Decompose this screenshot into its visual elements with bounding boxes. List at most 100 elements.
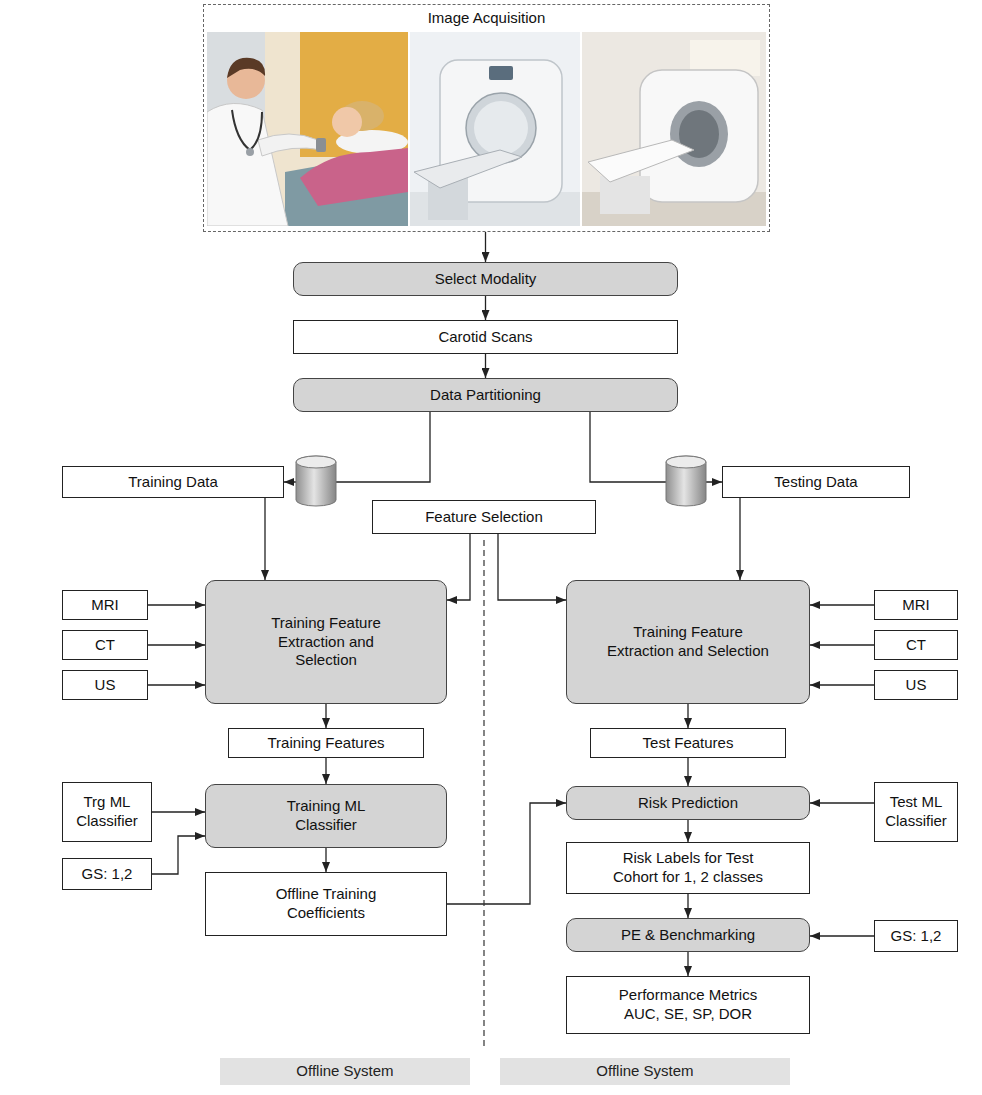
flow-arrow (485, 296, 486, 320)
box-label: GS: 1,2 (82, 865, 133, 884)
rounded-step-box: Select Modality (293, 262, 678, 296)
flow-arrow (687, 894, 688, 918)
box-label: Training Feature Extraction and Selectio… (607, 623, 769, 661)
process-box: US (62, 670, 148, 700)
box-label: Test ML Classifier (879, 793, 953, 831)
box-label: Performance Metrics AUC, SE, SP, DOR (607, 986, 769, 1024)
box-label: Data Partitioning (430, 386, 541, 405)
process-box: GS: 1,2 (874, 920, 958, 952)
ct-scanner-photo (414, 150, 522, 188)
ultrasound-photo (300, 32, 408, 157)
ultrasound-photo (207, 32, 408, 226)
mri-scanner-photo (582, 32, 766, 226)
flow-arrow (687, 704, 688, 728)
box-label: Offline System (296, 1062, 393, 1081)
database-icon (296, 456, 336, 468)
ultrasound-photo (258, 134, 322, 156)
process-box: Offline Training Coefficients (205, 872, 447, 936)
flow-arrow (687, 820, 688, 842)
database-icon (666, 456, 706, 506)
ultrasound-photo (246, 148, 254, 156)
box-label: Feature Selection (425, 508, 543, 527)
process-box: Test ML Classifier (874, 782, 958, 842)
box-label: Testing Data (774, 473, 857, 492)
box-label: Training Data (128, 473, 218, 492)
ultrasound-photo (227, 58, 265, 78)
box-label: US (95, 676, 116, 695)
process-box: Test Features (590, 728, 786, 758)
flow-arrow (325, 848, 326, 872)
flow-arrow (148, 644, 205, 645)
mri-scanner-photo (640, 70, 758, 202)
rounded-step-box: PE & Benchmarking (566, 918, 810, 952)
process-box: CT (874, 630, 958, 660)
flow-arrow (148, 604, 205, 605)
flow-arrow (739, 498, 740, 580)
ultrasound-photo (332, 107, 362, 137)
dashed-group-box: Image Acquisition (203, 4, 770, 232)
ultrasound-photo (316, 138, 326, 152)
flow-arrow (447, 803, 566, 904)
database-icon (666, 456, 706, 506)
ultrasound-photo (232, 110, 262, 150)
flow-arrow (498, 534, 566, 600)
ultrasound-photo (207, 103, 288, 226)
rounded-step-box: Risk Prediction (566, 786, 810, 820)
footer-band: Offline System (220, 1058, 470, 1085)
box-label: Select Modality (435, 270, 537, 289)
flow-arrow (325, 704, 326, 728)
flow-arrow (810, 644, 874, 645)
process-box: CT (62, 630, 148, 660)
mri-scanner-photo (582, 32, 766, 226)
process-box: Trg ML Classifier (62, 782, 152, 842)
box-label: MRI (91, 596, 119, 615)
mri-scanner-photo (600, 176, 650, 214)
database-icon (296, 456, 336, 506)
flow-arrow (485, 232, 486, 262)
box-label: Training Feature Extraction and Selectio… (246, 614, 406, 670)
ultrasound-photo (207, 32, 408, 226)
box-label: Test Features (643, 734, 734, 753)
flow-arrow (687, 952, 688, 976)
box-label: MRI (902, 596, 930, 615)
flow-arrow (687, 758, 688, 786)
flow-arrow (485, 354, 486, 378)
process-box: MRI (874, 590, 958, 620)
database-icon (666, 456, 706, 468)
flow-arrow (152, 836, 205, 874)
flow-arrow (810, 684, 874, 685)
box-label: Carotid Scans (438, 328, 532, 347)
flow-arrow (810, 802, 874, 803)
box-label: Offline System (596, 1062, 693, 1081)
ct-scanner-photo (489, 66, 513, 80)
box-label: US (906, 676, 927, 695)
ct-scanner-photo (410, 32, 580, 226)
box-label: CT (906, 636, 926, 655)
box-label: Image Acquisition (428, 9, 546, 28)
ultrasound-photo (300, 148, 408, 206)
box-label: Risk Labels for Test Cohort for 1, 2 cla… (607, 849, 769, 887)
process-box: GS: 1,2 (62, 858, 152, 890)
process-box: Training Data (62, 466, 284, 498)
flow-arrow (447, 534, 470, 600)
flow-arrow (810, 935, 874, 936)
box-label: Trg ML Classifier (68, 793, 146, 831)
rounded-step-box: Training ML Classifier (205, 784, 447, 848)
flow-arrow (148, 684, 205, 685)
box-label: GS: 1,2 (891, 927, 942, 946)
process-box: US (874, 670, 958, 700)
mri-scanner-photo (588, 140, 694, 182)
box-label: PE & Benchmarking (621, 926, 755, 945)
box-label: Risk Prediction (638, 794, 738, 813)
process-box: Testing Data (722, 466, 910, 498)
flow-arrow (810, 604, 874, 605)
process-box: Risk Labels for Test Cohort for 1, 2 cla… (566, 842, 810, 894)
footer-band: Offline System (500, 1058, 790, 1085)
divider-line (483, 540, 484, 1050)
rounded-step-box: Training Feature Extraction and Selectio… (566, 580, 810, 704)
flow-arrow (325, 758, 326, 784)
database-icon (296, 456, 336, 506)
box-label: Training Features (268, 734, 385, 753)
